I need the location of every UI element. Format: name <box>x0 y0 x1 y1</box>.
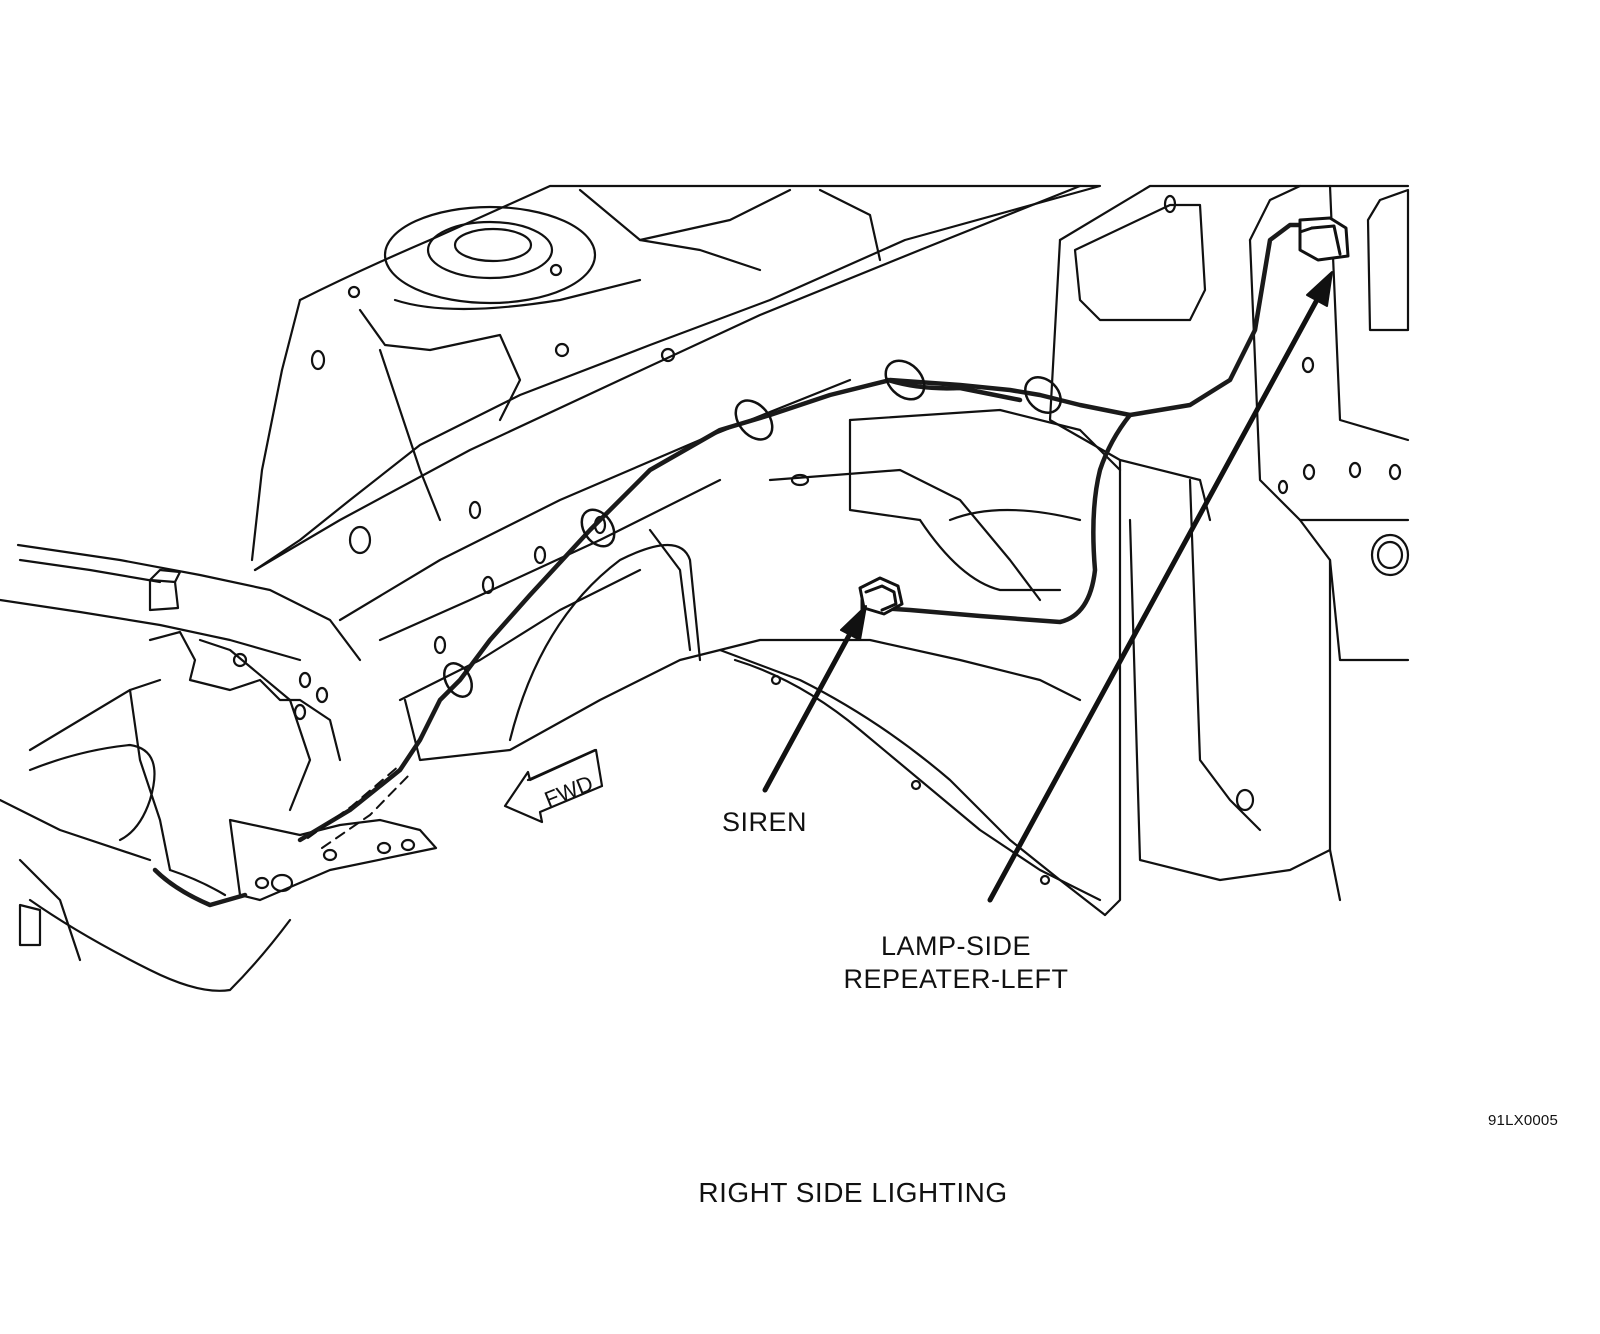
siren-callout-arrow <box>762 627 855 793</box>
wiring-harness <box>152 222 1323 908</box>
cowl-panel <box>1048 184 1410 917</box>
lamp-repeater-connector <box>1298 216 1350 262</box>
lamp-side-repeater-label: LAMP-SIDE REPEATER-LEFT <box>836 930 1076 996</box>
lamp-arrowhead <box>1306 271 1333 307</box>
front-crossmember <box>0 543 438 992</box>
siren-label: SIREN <box>722 806 807 839</box>
siren-arrowhead <box>840 605 867 641</box>
figure-id: 91LX0005 <box>1487 1112 1558 1129</box>
wheel-apron <box>403 408 1122 917</box>
lamp-label-line1: LAMP-SIDE <box>880 931 1032 961</box>
figure-caption: RIGHT SIDE LIGHTING <box>698 1177 1008 1208</box>
lamp-label-line2: REPEATER-LEFT <box>843 963 1069 994</box>
harness-clips <box>443 359 1062 698</box>
strut-tower <box>250 184 1102 572</box>
siren-text: SIREN <box>722 807 808 837</box>
fwd-arrow <box>503 748 604 824</box>
lamp-callout-arrow <box>987 295 1321 903</box>
